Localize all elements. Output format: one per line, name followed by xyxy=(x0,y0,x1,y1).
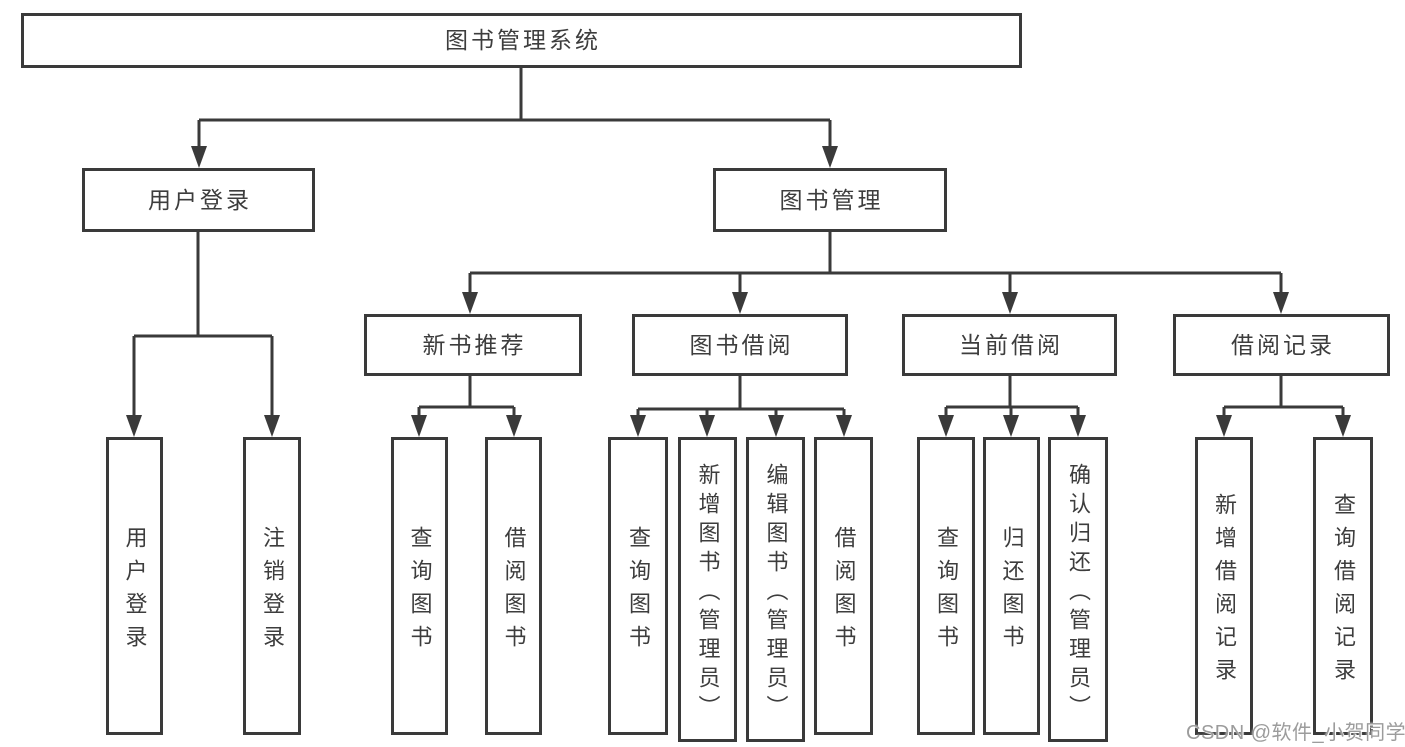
node-library-management-system: 图书管理系统 xyxy=(21,13,1022,68)
leaf-confirm-return-admin: 确认归还（管理员） xyxy=(1048,437,1108,742)
leaf-edit-books-admin: 编辑图书（管理员） xyxy=(746,437,805,742)
node-new-book-recommend: 新书推荐 xyxy=(364,314,582,376)
leaf-borrow-books-recommend: 借阅图书 xyxy=(485,437,542,735)
leaf-add-books-admin: 新增图书（管理员） xyxy=(678,437,737,742)
node-user-login: 用户登录 xyxy=(82,168,315,232)
node-book-management: 图书管理 xyxy=(713,168,947,232)
node-current-borrowing: 当前借阅 xyxy=(902,314,1117,376)
leaf-add-borrow-record: 新增借阅记录 xyxy=(1195,437,1253,735)
leaf-user-login: 用户登录 xyxy=(106,437,163,735)
leaf-borrow-books-borrowing: 借阅图书 xyxy=(814,437,873,735)
leaf-query-books-borrowing: 查询图书 xyxy=(608,437,668,735)
leaf-query-borrow-record: 查询借阅记录 xyxy=(1313,437,1373,735)
leaf-query-books-recommend: 查询图书 xyxy=(391,437,448,735)
node-book-borrowing: 图书借阅 xyxy=(632,314,848,376)
leaf-logout: 注销登录 xyxy=(243,437,301,735)
connector-arrowheads xyxy=(126,146,1351,437)
leaf-query-books-current: 查询图书 xyxy=(917,437,975,735)
watermark: CSDN @软件_小贺同学 xyxy=(1186,722,1405,744)
leaf-return-books: 归还图书 xyxy=(983,437,1040,735)
node-borrowing-records: 借阅记录 xyxy=(1173,314,1390,376)
